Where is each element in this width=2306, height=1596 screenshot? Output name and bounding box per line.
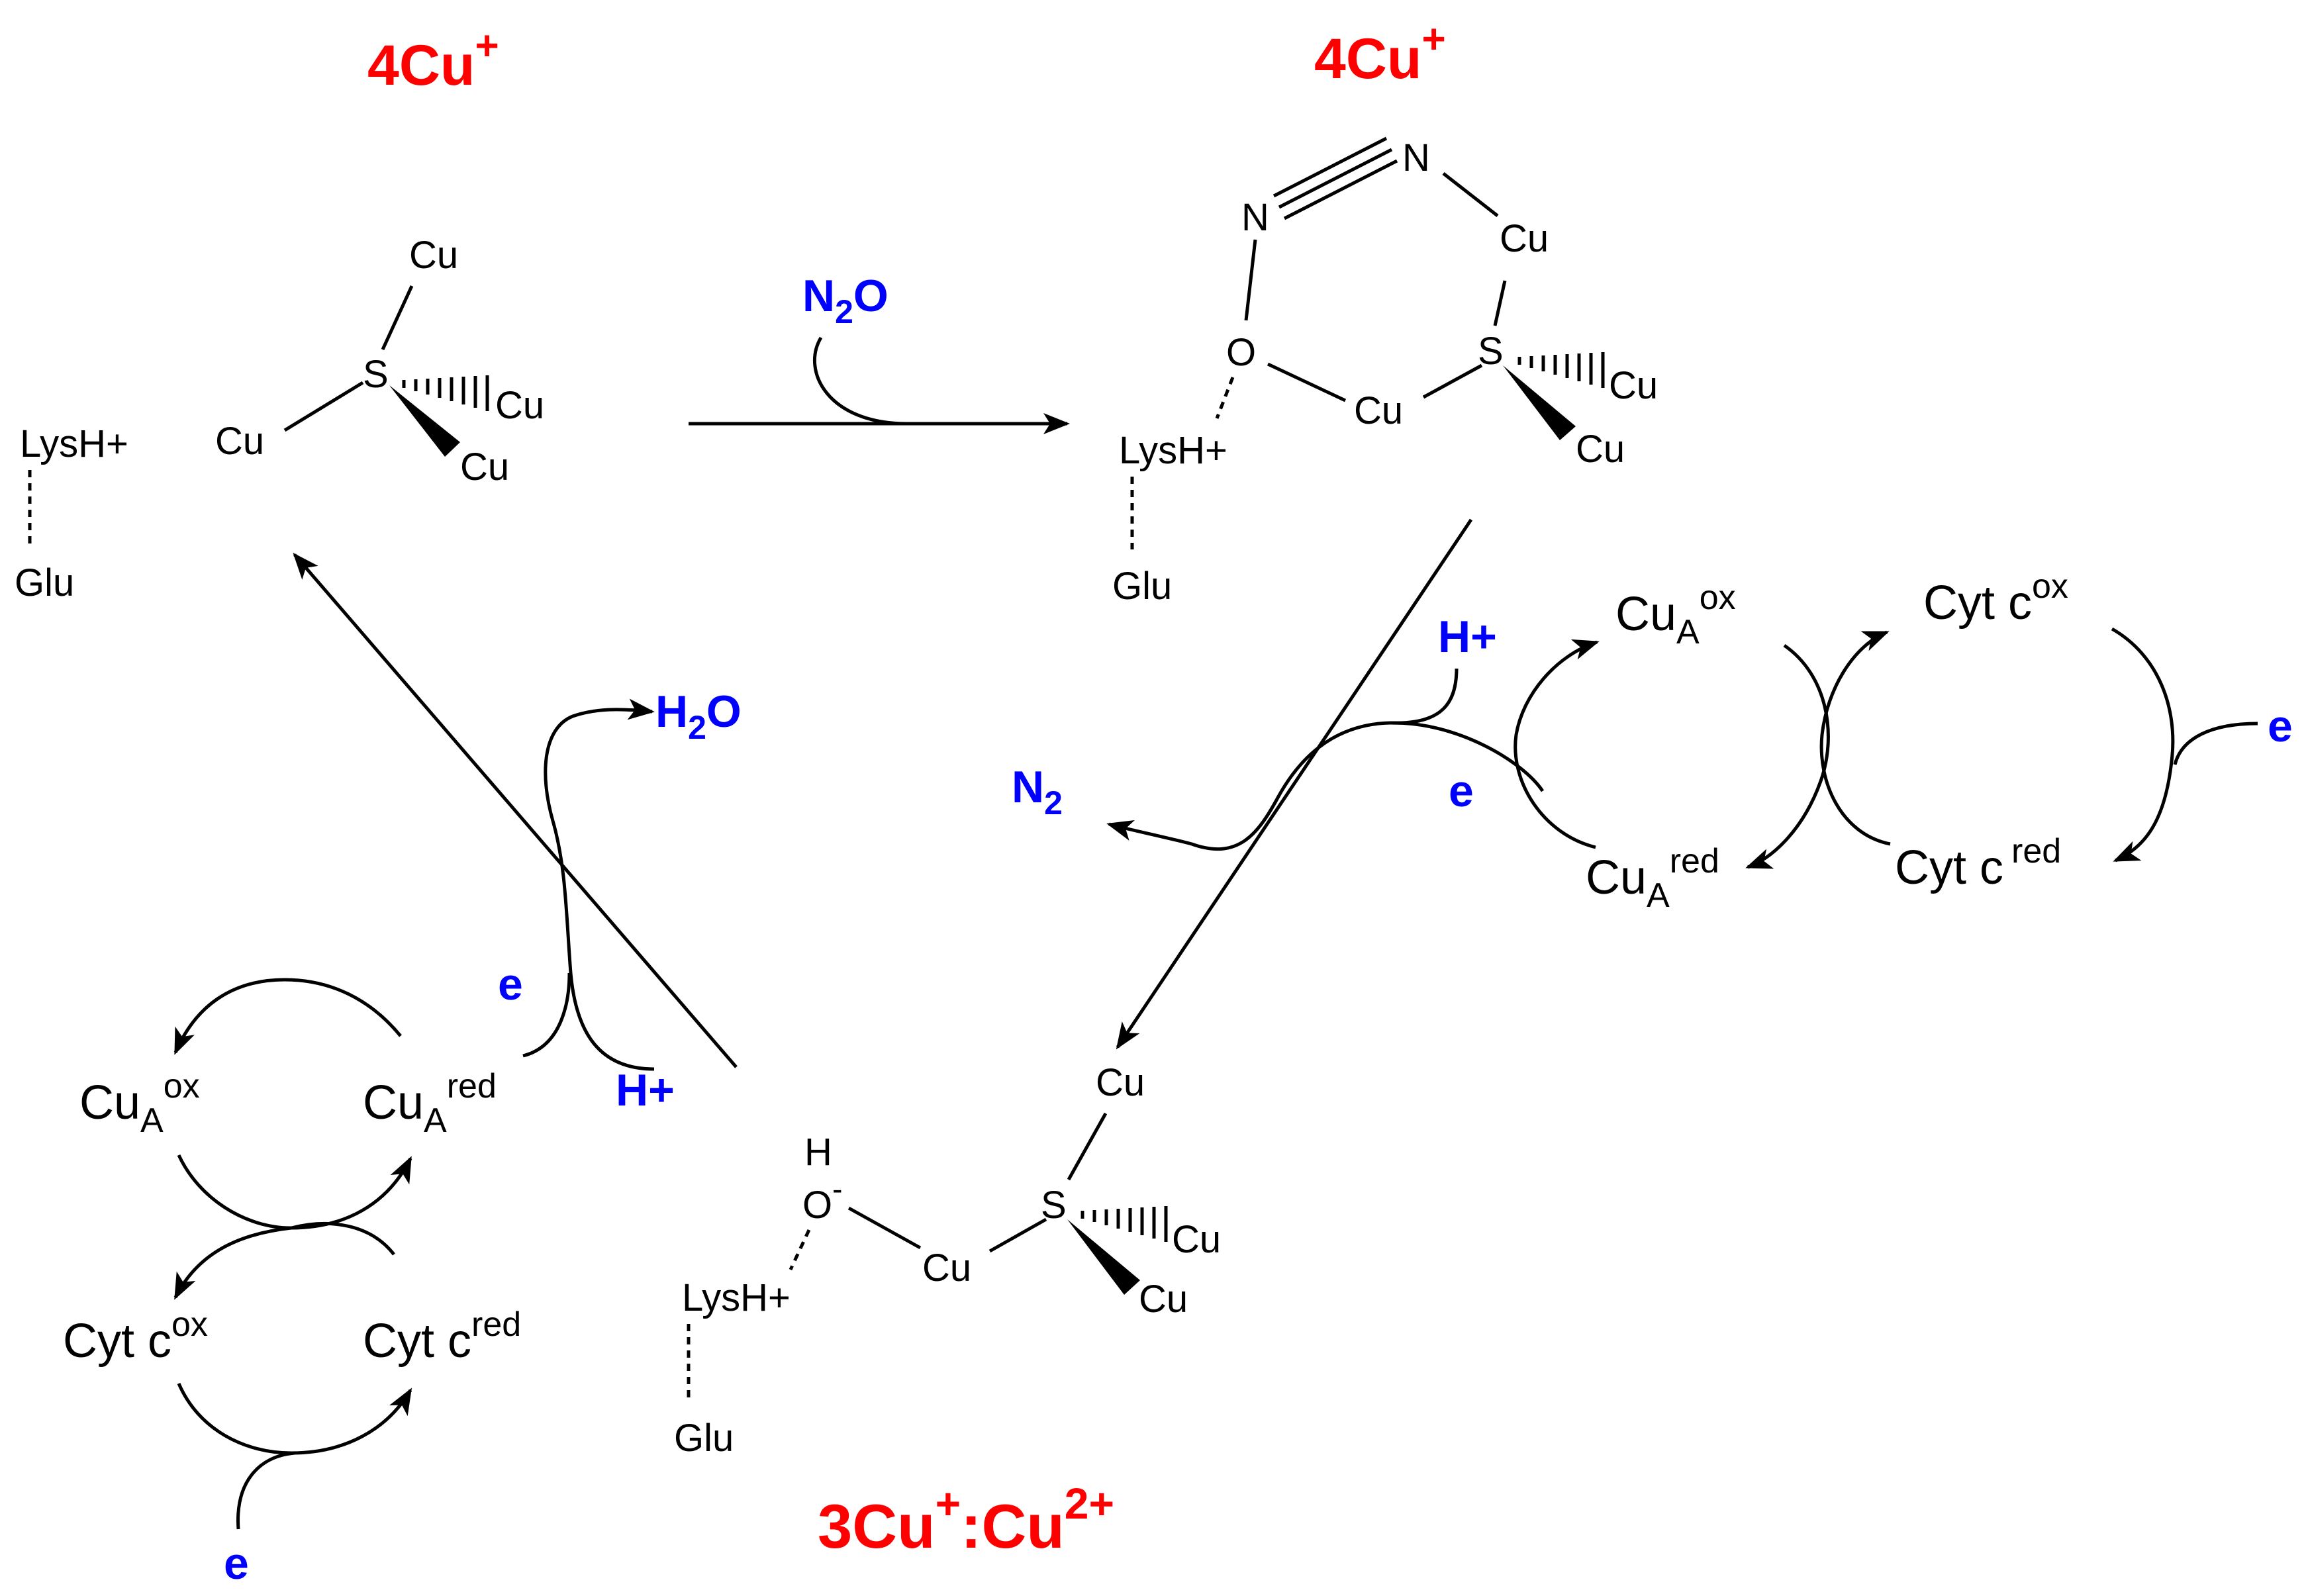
arrow-n2o-binding: N2O (689, 271, 1070, 434)
svg-text:3Cu+:Cu2+: 3Cu+:Cu2+ (818, 1479, 1114, 1561)
wedge-bond (1503, 365, 1576, 440)
svg-text:CuAox: CuAox (79, 1067, 200, 1140)
reactant-electron: e (1449, 766, 1474, 816)
state-label-top-left: 4Cu+ (367, 23, 499, 97)
atom-h: H (804, 1131, 832, 1174)
atom-o: O (802, 1184, 832, 1227)
atom-cu-lower: Cu (1354, 389, 1403, 432)
structure-resting-state: Cu S Cu Cu Cu LysH+ Glu (15, 234, 544, 604)
cyt-c-ox: Cyt c (63, 1315, 171, 1368)
state-label-top-right: 4Cu+ (1314, 17, 1446, 91)
atom-cu-upper: Cu (1500, 217, 1549, 260)
state-label-bottom: 3Cu+:Cu2+ (818, 1479, 1114, 1561)
cua-red: Cu (1586, 851, 1647, 904)
reactant-electron: e (2268, 701, 2293, 751)
product-n2: N (1012, 762, 1044, 812)
svg-text:4Cu+: 4Cu+ (367, 23, 499, 97)
atom-cu-right: Cu (1609, 364, 1658, 407)
atom-s: S (1478, 330, 1504, 373)
atom-s: S (1041, 1184, 1067, 1227)
cyt-c-red: Cyt c (1895, 841, 2003, 894)
reactant-electron: e (498, 959, 523, 1009)
atom-cu-top: Cu (409, 234, 458, 277)
triple-bond (1273, 136, 1398, 220)
arrow-water-release: e H+ H2O (293, 552, 742, 1115)
reactant-h-plus: H+ (1438, 612, 1497, 662)
atom-cu-left: Cu (922, 1246, 971, 1290)
hashed-bond (1517, 352, 1605, 388)
arrow-n2-release: H+ e N2 (1012, 518, 1545, 1050)
svg-text:N2O: N2O (802, 271, 889, 330)
cua-red: Cu (363, 1076, 424, 1129)
lysine: LysH+ (20, 422, 128, 465)
atom-n-left: N (1241, 196, 1269, 239)
svg-text:4Cu+: 4Cu+ (1314, 17, 1446, 91)
structure-hydroxide-bound: H O- Cu S Cu Cu Cu LysH+ Glu (674, 1061, 1221, 1460)
hashed-bond (402, 375, 489, 411)
svg-text:H2O: H2O (655, 686, 742, 746)
svg-text:Cyt cred: Cyt cred (363, 1305, 521, 1368)
atom-o: O (1226, 331, 1256, 374)
glutamate: Glu (674, 1417, 734, 1460)
atom-cu-bottom: Cu (1576, 428, 1625, 471)
atom-cu-right: Cu (495, 384, 544, 427)
svg-text:Cyt cred: Cyt cred (1895, 832, 2061, 894)
svg-text:Cyt cox: Cyt cox (1923, 567, 2068, 630)
redox-couple-left: CuAox CuAred Cyt cox Cyt cred e (63, 978, 521, 1589)
charge-minus: - (832, 1172, 842, 1206)
cyt-c-ox: Cyt c (1923, 577, 2032, 630)
reactant-electron: e (224, 1538, 249, 1589)
wedge-bond (1067, 1219, 1140, 1295)
svg-text:CuAox: CuAox (1615, 579, 1736, 651)
wedge-bond (389, 385, 460, 457)
atom-s: S (363, 353, 389, 396)
svg-text:CuAred: CuAred (363, 1067, 497, 1140)
atom-cu-left: Cu (215, 420, 264, 463)
atom-cu-bottom: Cu (1139, 1278, 1188, 1321)
atom-cu-bottom: Cu (460, 446, 509, 489)
lysine: LysH+ (1119, 429, 1227, 472)
structure-n2o-bound: N N Cu O Cu S Cu Cu LysH+ G (1112, 136, 1658, 608)
glutamate: Glu (1112, 565, 1172, 608)
atom-cu-top: Cu (1096, 1061, 1145, 1104)
svg-text:N2: N2 (1012, 762, 1063, 821)
atom-n-right: N (1402, 136, 1430, 179)
product-h2o: H (655, 686, 688, 737)
hashed-bond (1081, 1206, 1168, 1242)
reactant-n2o: N (802, 271, 835, 321)
reactant-h-plus: H+ (616, 1065, 675, 1115)
cua-ox: Cu (1615, 588, 1676, 641)
svg-text:CuAred: CuAred (1586, 842, 1719, 915)
cyt-c-red: Cyt c (363, 1315, 471, 1368)
svg-text:O-: O- (802, 1172, 842, 1227)
svg-text:Cyt cox: Cyt cox (63, 1305, 208, 1368)
atom-cu-right: Cu (1172, 1218, 1221, 1261)
glutamate: Glu (15, 561, 74, 604)
cua-ox: Cu (79, 1076, 140, 1129)
lysine: LysH+ (682, 1276, 791, 1319)
